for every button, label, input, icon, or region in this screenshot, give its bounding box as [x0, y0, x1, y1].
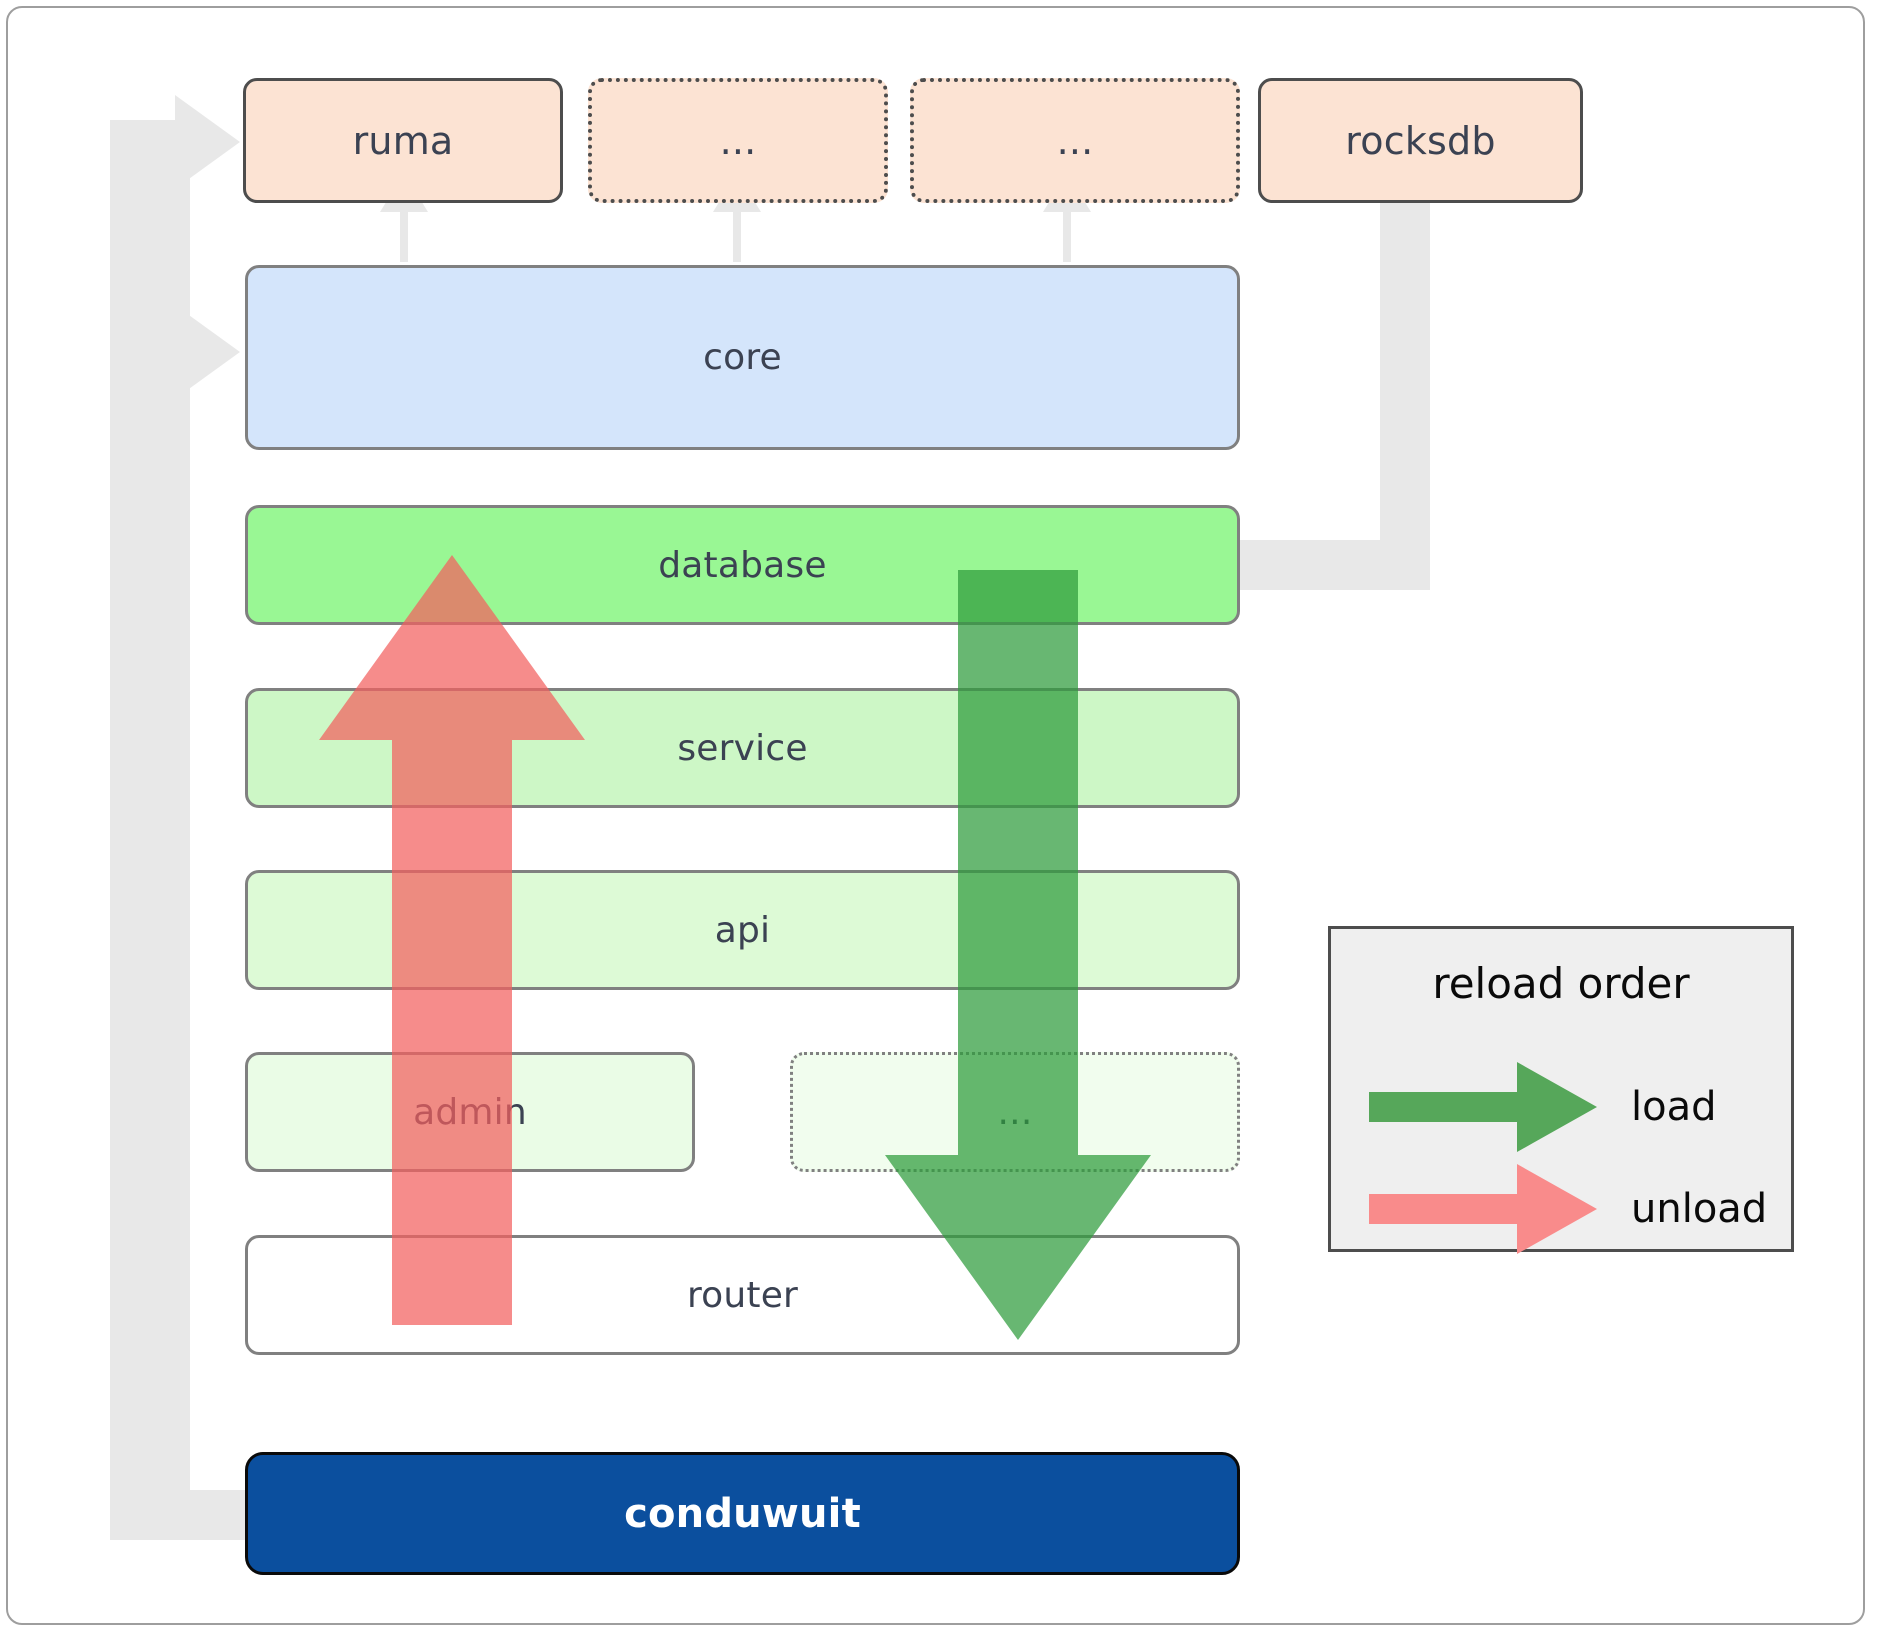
- module-api[interactable]: api: [245, 870, 1240, 990]
- module-label: ...: [997, 1091, 1033, 1133]
- diagram-frame: [6, 6, 1865, 1625]
- module-service[interactable]: service: [245, 688, 1240, 808]
- legend-label-unload: unload: [1631, 1186, 1768, 1232]
- load-legend-arrow-icon: [1369, 1062, 1597, 1152]
- module-label: core: [703, 337, 782, 378]
- module-label: database: [658, 544, 827, 586]
- binary-label: conduwuit: [624, 1490, 861, 1537]
- dependency-ruma[interactable]: ruma: [243, 78, 563, 203]
- dependency-label: ...: [1056, 118, 1094, 163]
- dependency-rocksdb[interactable]: rocksdb: [1258, 78, 1583, 203]
- legend-row-unload: unload: [1331, 1161, 1791, 1257]
- legend-title: reload order: [1432, 959, 1690, 1008]
- module-admin[interactable]: admin: [245, 1052, 695, 1172]
- module-core[interactable]: core: [245, 265, 1240, 450]
- legend-panel: reload order load unload: [1328, 926, 1794, 1254]
- dependency-label: ...: [719, 118, 757, 163]
- module-label: admin: [413, 1091, 527, 1133]
- module-placeholder[interactable]: ...: [790, 1052, 1240, 1172]
- module-label: router: [686, 1274, 799, 1316]
- module-database[interactable]: database: [245, 505, 1240, 625]
- binary-conduwuit[interactable]: conduwuit: [245, 1452, 1240, 1575]
- legend-label-load: load: [1631, 1084, 1717, 1130]
- dependency-placeholder-1[interactable]: ...: [588, 78, 888, 203]
- dependency-placeholder-2[interactable]: ...: [910, 78, 1240, 203]
- legend-row-load: load: [1331, 1059, 1791, 1155]
- module-label: service: [677, 727, 808, 769]
- dependency-label: ruma: [352, 118, 454, 163]
- dependency-label: rocksdb: [1345, 118, 1496, 163]
- module-label: api: [714, 909, 771, 951]
- module-router[interactable]: router: [245, 1235, 1240, 1355]
- unload-legend-arrow-icon: [1369, 1164, 1597, 1254]
